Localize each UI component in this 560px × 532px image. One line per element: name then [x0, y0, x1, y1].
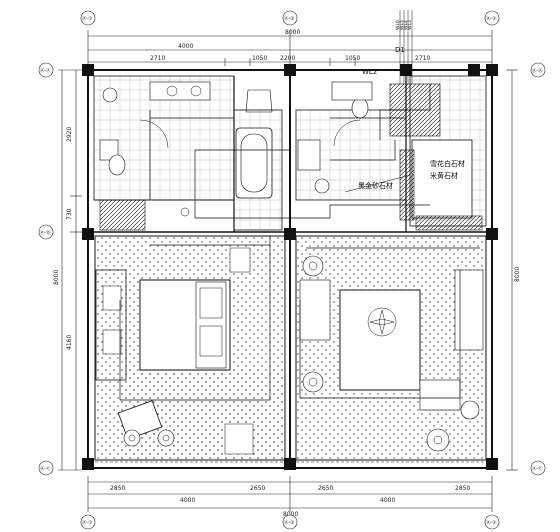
wiring-runs [119, 84, 480, 401]
axis-left-mid: Ⓐ-Ⓑ [40, 229, 51, 236]
left-bedroom-furniture [95, 247, 254, 455]
dim-left-seg-2: 730 [66, 208, 73, 220]
dim-bottom-right: 4000 [380, 497, 395, 504]
callout-black-granite: 黑金砂石材 [358, 181, 393, 190]
dim-top-seg-2: 1050 [252, 55, 267, 62]
wl-label-1: WL6 [395, 20, 401, 30]
dim-left-seg-1: 2920 [66, 127, 73, 142]
wl-label-3: WL4 [403, 20, 409, 30]
window-lines [95, 235, 486, 463]
dim-left-total: 8000 [53, 270, 60, 285]
right-dimensions: 8000 [506, 69, 521, 471]
wire-leader-labels: WL6 WL5 WL4 WL3 [395, 10, 413, 84]
axis-right-bot: Ⓐ-Ⓒ [532, 465, 543, 472]
lamp-markers [128, 261, 443, 445]
bathtub [235, 127, 273, 199]
dim-top-seg-4: 1050 [345, 55, 360, 62]
room-code-label: WL2 [362, 68, 377, 76]
sanitary-fixtures [99, 81, 373, 231]
callout-beige-stone: 米黄石材 [430, 171, 458, 180]
dim-top-total: 8000 [285, 29, 300, 36]
dim-left-seg-3: 4160 [66, 335, 73, 350]
axis-top-right: Ⓐ-③ [486, 15, 496, 22]
dim-top-seg-5: 2710 [415, 55, 430, 62]
axis-right-top: Ⓐ-Ⓐ [532, 67, 543, 74]
dim-top-seg-1: 2710 [150, 55, 165, 62]
right-bedroom-furniture [299, 255, 484, 452]
callout-white-marble: 雪花白石材 [430, 159, 465, 168]
dim-right-total: 8000 [514, 267, 521, 282]
plant-icon [367, 307, 397, 337]
dim-top-left: 4000 [178, 43, 193, 50]
wl-label-4: WL3 [407, 20, 413, 30]
dim-top-seg-3: 2200 [280, 55, 295, 62]
bottom-dimensions: 2850 2650 2650 2850 4000 4000 8000 [87, 476, 493, 518]
axis-left-bot: Ⓐ-Ⓒ [40, 465, 51, 472]
axis-top-mid: Ⓐ-② [284, 15, 294, 22]
axis-markers: Ⓐ-① Ⓐ-② Ⓐ-③ Ⓐ-Ⓐ Ⓐ-Ⓑ Ⓐ-Ⓒ Ⓐ-Ⓐ Ⓐ-Ⓒ Ⓐ-① Ⓐ-② … [38, 10, 546, 530]
stone-feature-zone [389, 83, 483, 231]
left-dimensions: 2920 730 4160 8000 [53, 69, 82, 471]
axis-left-top: Ⓐ-Ⓐ [40, 67, 51, 74]
axis-bottom-mid: Ⓐ-② [284, 519, 294, 526]
axis-bottom-right: Ⓐ-③ [486, 519, 496, 526]
axis-bottom-left: Ⓐ-① [82, 519, 92, 526]
dim-bottom-left: 4000 [180, 497, 195, 504]
dim-bottom-seg-4: 2850 [455, 485, 470, 492]
top-dimensions: 8000 4000 2710 1050 2200 1050 2710 [87, 29, 493, 66]
dim-bottom-seg-3: 2650 [318, 485, 333, 492]
axis-top-left: Ⓐ-① [82, 15, 92, 22]
dim-bottom-seg-1: 2850 [110, 485, 125, 492]
dim-bottom-total: 8000 [283, 511, 298, 518]
wl-label-2: WL5 [399, 20, 405, 30]
dim-bottom-seg-2: 2650 [250, 485, 265, 492]
